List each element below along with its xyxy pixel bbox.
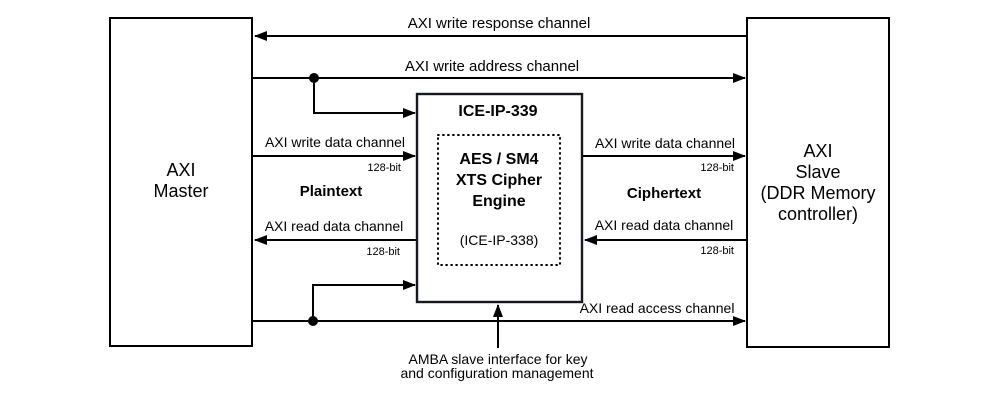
write-data-right-width: 128-bit [700, 162, 734, 174]
read-access-branch-arrow [312, 280, 416, 321]
axi-master-label-line2: Master [153, 181, 208, 201]
cipher-engine-line1: AES / SM4 [459, 151, 538, 168]
cipher-part-number: (ICE-IP-338) [460, 232, 539, 248]
write-response-label: AXI write response channel [408, 15, 591, 32]
read-access-junction-dot [308, 316, 318, 326]
axi-slave-block [746, 17, 890, 348]
cipher-engine-line3: Engine [472, 193, 525, 210]
write-data-left-label: AXI write data channel [265, 134, 405, 150]
read-data-right-width: 128-bit [700, 245, 734, 257]
write-address-junction-dot [309, 73, 319, 83]
write-data-right-label: AXI write data channel [595, 135, 735, 151]
read-data-left-label: AXI read data channel [265, 218, 404, 234]
read-data-right-label: AXI read data channel [595, 217, 734, 233]
cipher-block-title: ICE-IP-339 [458, 103, 537, 120]
write-address-branch-arrow [313, 78, 416, 118]
amba-caption-line2: and configuration management [400, 365, 593, 381]
axi-slave-label-line1: AXI [803, 141, 832, 161]
write-address-label: AXI write address channel [405, 58, 579, 75]
cipher-engine-block [415, 92, 584, 304]
cipher-core-dotted-box [437, 134, 561, 266]
axi-slave-label-line2: Slave [795, 162, 840, 182]
axi-master-block [109, 17, 253, 347]
read-access-label: AXI read access channel [580, 300, 735, 316]
ciphertext-label: Ciphertext [627, 185, 701, 202]
axi-slave-label-line4: controller) [778, 204, 858, 224]
read-data-left-width: 128-bit [366, 246, 400, 258]
cipher-engine-line2: XTS Cipher [456, 172, 542, 189]
plaintext-label: Plaintext [300, 183, 363, 200]
amba-caption-line1: AMBA slave interface for key [409, 351, 588, 367]
write-data-left-width: 128-bit [367, 162, 401, 174]
axi-master-label-line1: AXI [166, 160, 195, 180]
axi-slave-label-line3: (DDR Memory [761, 183, 876, 203]
